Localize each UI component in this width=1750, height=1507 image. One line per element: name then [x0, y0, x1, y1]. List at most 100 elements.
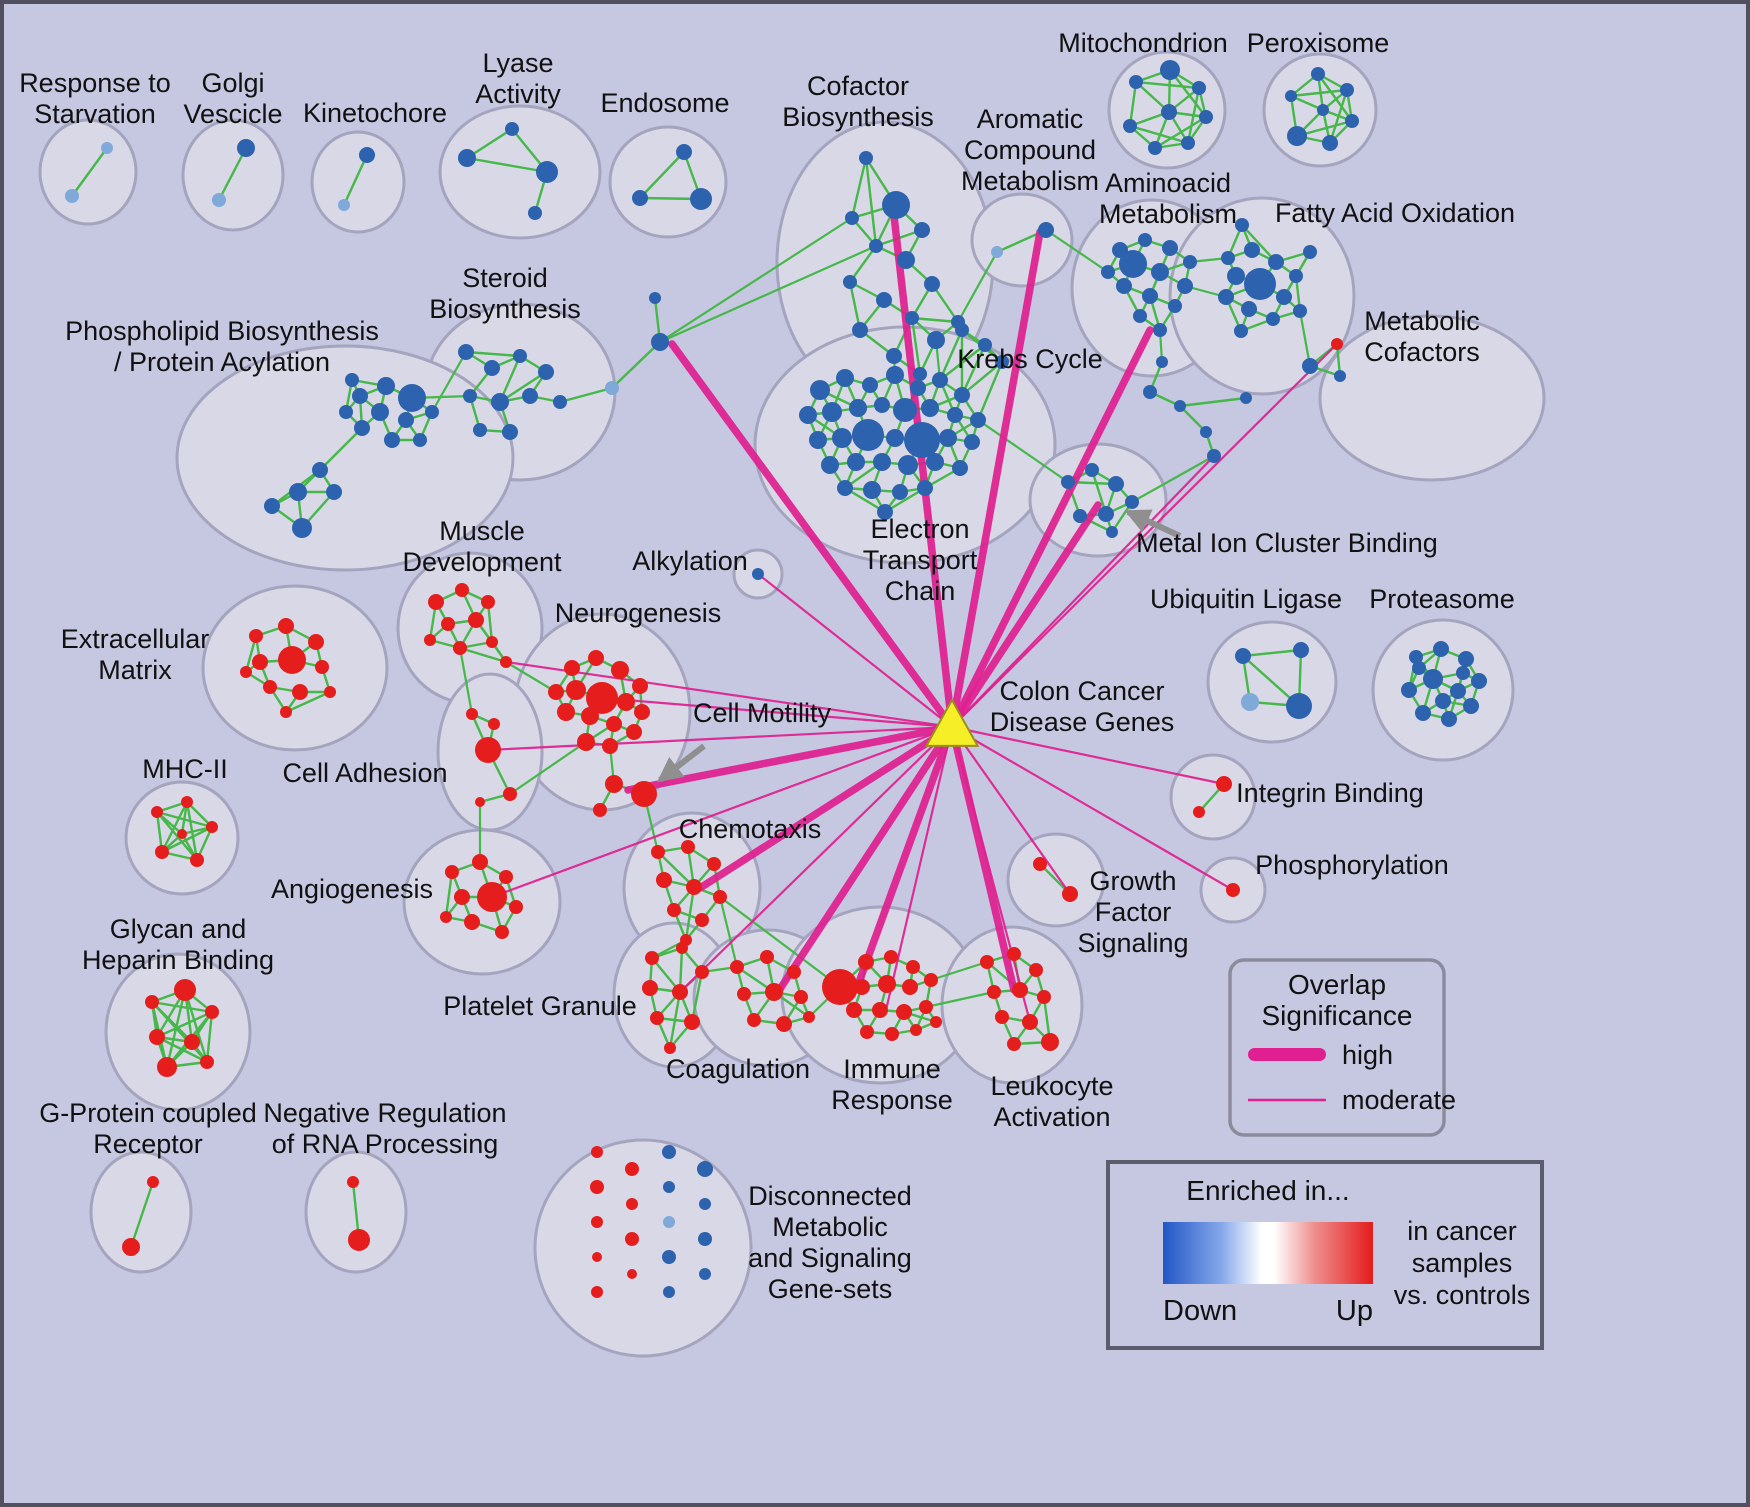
edge-phospholipid-biosynthesis [318, 426, 364, 472]
gene-set-node-glycan-heparin-binding [149, 1029, 165, 1045]
gene-set-node-cofactor-biosynthesis [897, 251, 915, 269]
gene-set-node-disconnected-gene-sets [591, 1216, 603, 1228]
gene-set-node-mhc-ii [177, 829, 187, 839]
hub-edge-moderate [490, 725, 954, 899]
gene-set-node-chemotaxis [707, 857, 721, 871]
label-kinetochore: Kinetochore [303, 98, 447, 128]
edge-mhc-ii [160, 800, 189, 854]
gene-set-node-phospholipid-biosynthesis [264, 498, 280, 514]
gene-set-node-steroid-biosynthesis [649, 292, 661, 304]
label-response-to-starvation: Response to [19, 68, 171, 98]
label-cofactor-biosynthesis: Cofactor [807, 71, 909, 101]
hub-edge-high [889, 203, 956, 731]
gene-set-node-kinetochore [359, 147, 375, 163]
gene-set-node-aminoacid-metabolism [1142, 288, 1158, 304]
gene-set-node-aminoacid-trail [1207, 449, 1221, 463]
gene-set-node-steroid-biosynthesis [513, 349, 527, 363]
gene-set-node-chemotaxis [656, 872, 672, 888]
edge-glycan-heparin-binding [183, 988, 209, 1064]
gene-set-node-electron-transport-chain [810, 380, 830, 400]
edge-lyase-activity [465, 156, 549, 174]
gene-set-node-proteasome [1415, 705, 1431, 721]
gene-set-node-neurogenesis [588, 650, 604, 666]
gene-set-node-platelet-granule [664, 1042, 676, 1054]
label-aromatic-compound-metabolism: Aromatic [977, 104, 1084, 134]
gene-set-node-aromatic-compound-metabolism [1038, 222, 1054, 238]
gene-set-node-aminoacid-trail [1143, 385, 1157, 399]
gene-set-node-disconnected-gene-sets [590, 1180, 604, 1194]
gene-set-node-aminoacid-metabolism [1153, 323, 1167, 337]
inter-cluster-edge [1045, 229, 1109, 273]
gene-set-node-fatty-acid-oxidation [1227, 267, 1245, 285]
gene-set-node-electron-transport-chain [837, 480, 853, 496]
gene-set-node-muscle-development [468, 612, 484, 628]
gene-set-node-disconnected-gene-sets [663, 1216, 675, 1228]
inter-cluster-edge [509, 741, 587, 795]
label-electron-transport-chain: Electron [870, 514, 969, 544]
gene-set-node-angiogenesis [477, 882, 507, 912]
gene-set-node-aminoacid-metabolism [1133, 309, 1147, 323]
gene-set-node-muscle-development [500, 656, 512, 668]
gene-set-node-chemotaxis [667, 903, 681, 917]
gene-set-node-metabolic-cofactors [1334, 370, 1346, 382]
cluster-ellipse-disconnected-gene-sets [533, 1138, 753, 1358]
label-krebs-cycle: Krebs Cycle [957, 344, 1103, 374]
gene-set-node-phospholipid-biosynthesis [292, 518, 312, 538]
gene-set-node-mhc-ii [206, 821, 218, 833]
gene-set-node-extracellular-matrix [249, 629, 263, 643]
label-disconnected-gene-sets: Metabolic [772, 1212, 888, 1242]
gene-set-node-leukocyte-activation [1029, 963, 1043, 977]
gene-set-node-ubiquitin-ligase [1241, 693, 1259, 711]
edge-aminoacid-trail [1178, 396, 1248, 408]
gene-set-node-mitochondrion [1129, 75, 1143, 89]
gene-set-node-cofactor-biosynthesis [852, 322, 868, 338]
gene-set-node-disconnected-gene-sets [697, 1161, 713, 1177]
cluster-ellipse-g-protein-coupled-receptor [89, 1150, 193, 1274]
gene-set-node-cell-motility [593, 803, 607, 817]
hub-edge-moderate [504, 660, 954, 729]
gene-set-node-muscle-development [486, 636, 498, 648]
gene-set-node-electron-transport-chain [910, 380, 926, 396]
inter-cluster-edge [977, 419, 1069, 483]
gene-set-node-endosome [690, 188, 712, 210]
gene-set-node-cell-adhesion [475, 797, 485, 807]
gene-set-node-chemotaxis [713, 890, 727, 904]
gene-set-node-aminoacid-metabolism [1138, 233, 1152, 247]
edge-chemotaxis [656, 850, 696, 889]
label-alkylation: Alkylation [632, 546, 748, 576]
gene-set-node-fatty-acid-oxidation [1293, 304, 1307, 318]
hub-edge-moderate [756, 572, 954, 729]
cluster-ellipse-lyase-activity [438, 104, 602, 240]
gene-set-node-proteasome [1450, 683, 1466, 699]
hub-edge-high [854, 723, 956, 989]
legend-overlap-title: Overlap [1288, 969, 1386, 1000]
gene-set-node-phospholipid-biosynthesis [312, 462, 328, 478]
edge-muscle-development [458, 646, 508, 664]
legend-high-label: high [1342, 1040, 1393, 1070]
gene-set-node-coagulation [776, 1016, 792, 1032]
gene-set-node-electron-transport-chain [917, 480, 933, 496]
gene-set-node-aminoacid-trail [1174, 400, 1186, 412]
hub-edge-moderate [678, 725, 954, 994]
gene-set-node-extracellular-matrix [240, 666, 252, 678]
gene-set-node-endosome [632, 190, 648, 206]
gene-set-node-extracellular-matrix [308, 634, 324, 650]
label-aminoacid-metabolism: Aminoacid [1105, 168, 1231, 198]
gene-set-node-peroxisome [1345, 114, 1359, 128]
label-lyase-activity: Activity [475, 79, 561, 109]
gene-set-node-disconnected-gene-sets [626, 1198, 638, 1210]
gene-set-node-growth-factor-signaling [1062, 886, 1078, 902]
gene-set-node-chemotaxis [651, 845, 665, 859]
gene-set-node-platelet-granule [676, 942, 688, 954]
gene-set-node-peroxisome [1317, 104, 1329, 116]
legend-overlap-box [1228, 958, 1446, 1137]
gene-set-node-phospholipid-biosynthesis [425, 405, 439, 419]
edge-mitochondrion [1128, 80, 1138, 128]
gene-set-node-disconnected-gene-sets [662, 1145, 676, 1159]
label-lyase-activity: Lyase [482, 48, 553, 78]
hub-edge-high [774, 723, 956, 996]
label-angiogenesis: Angiogenesis [271, 874, 433, 904]
inter-cluster-edge [719, 896, 841, 988]
label-leukocyte-activation: Leukocyte [990, 1071, 1113, 1101]
